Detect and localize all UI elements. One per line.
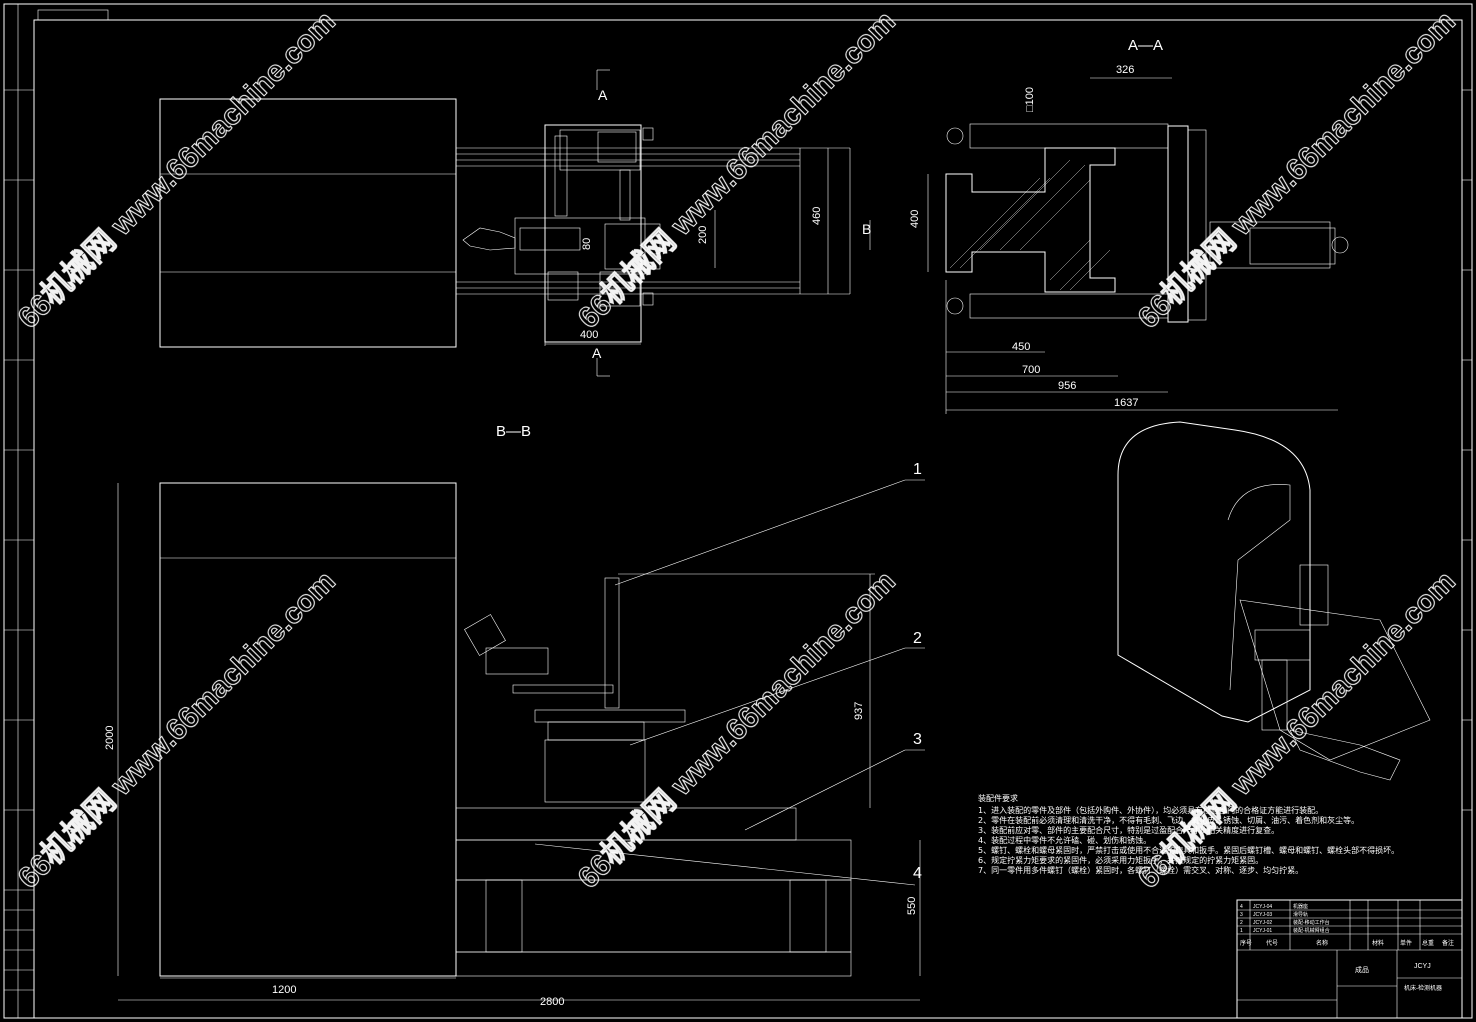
bom-row-1-code: JCYJ-01 xyxy=(1253,928,1272,934)
note-6: 6、规定拧紧力矩要求的紧固件，必须采用力矩扳手，并按规定的拧紧力矩紧固。 xyxy=(978,855,1263,865)
dim-aa-700: 700 xyxy=(1022,364,1040,376)
watermark-3: 66机械网 www.66machine.com xyxy=(1132,5,1462,335)
technical-notes: 装配件要求 1、进入装配的零件及部件（包括外购件、外协件），均必须具有检验部门的… xyxy=(978,793,1399,875)
dim-top-460: 460 xyxy=(811,207,823,225)
note-7: 7、同一零件用多件螺钉（螺栓）紧固时，各螺钉（螺栓）需交叉、对称、逐步、均匀拧紧… xyxy=(978,865,1303,875)
section-arrow-b: B xyxy=(862,221,871,237)
bom-header-code: 代号 xyxy=(1266,939,1278,947)
callout-3: 3 xyxy=(913,731,922,748)
bom-header-index: 序号 xyxy=(1240,939,1252,947)
dim-aa-326: 326 xyxy=(1116,64,1134,76)
bom-header-remark: 备注 xyxy=(1442,939,1454,947)
note-4: 4、装配过程中零件不允许磕、碰、划伤和锈蚀。 xyxy=(978,835,1151,845)
callout-4: 4 xyxy=(913,865,922,882)
section-aa-title: A—A xyxy=(1128,37,1163,54)
note-1: 1、进入装配的零件及部件（包括外购件、外协件），均必须具有检验部门的合格证方能进… xyxy=(978,805,1323,815)
note-5: 5、螺钉、螺栓和螺母紧固时，严禁打击或使用不合适的旋具和扳手。紧固后螺钉槽、螺母… xyxy=(978,845,1399,855)
bom-row-2-index: 2 xyxy=(1240,920,1243,926)
dim-aa-450: 450 xyxy=(1012,341,1030,353)
dim-aa-1637: 1637 xyxy=(1114,397,1138,409)
watermark-layer: 66机械网 www.66machine.com 66机械网 www.66mach… xyxy=(11,4,1462,895)
bom-row-2-code: JCYJ-02 xyxy=(1253,920,1272,926)
dim-aa-956: 956 xyxy=(1058,380,1076,392)
bom-row-2-name: 装配-移动工作台 xyxy=(1293,919,1330,926)
bom-row-1-index: 1 xyxy=(1240,928,1243,934)
watermark-4: 66机械网 www.66machine.com xyxy=(12,565,342,895)
dim-top-80: 80 xyxy=(581,238,593,250)
dim-top-400: 400 xyxy=(580,329,598,341)
section-bb-view: B—B 2000 1200 2800 937 550 1 xyxy=(104,423,925,1008)
section-arrow-a-bottom: A xyxy=(592,345,602,361)
dim-bb-550: 550 xyxy=(906,897,918,915)
dim-aa-100: □100 xyxy=(1024,87,1036,112)
title-code: JCYJ xyxy=(1414,963,1431,970)
dim-top-200: 200 xyxy=(697,226,709,244)
top-view: 400 A A B 460 200 80 xyxy=(159,69,871,377)
drawing-inner-frame xyxy=(33,19,1463,1019)
dim-bb-2000: 2000 xyxy=(104,726,116,750)
watermark-1: 66机械网 www.66machine.com xyxy=(12,5,342,335)
bom-row-1-name: 装配-机械臂组合 xyxy=(1293,927,1330,934)
bom-row-4-name: 机器座 xyxy=(1293,903,1308,910)
bom-header-unit: 单件 xyxy=(1400,939,1412,947)
bom-table: 4 JCYJ-04 机器座 3 JCYJ-03 滑导轨 2 JCYJ-02 装配… xyxy=(1236,899,1463,1019)
title-company: 成品 xyxy=(1355,965,1369,974)
bom-row-3-code: JCYJ-03 xyxy=(1253,912,1272,918)
bom-header-total: 总重 xyxy=(1422,939,1434,947)
bom-header-material: 材料 xyxy=(1372,939,1384,947)
bom-header-name: 名称 xyxy=(1316,939,1328,947)
dim-bb-1200: 1200 xyxy=(272,984,296,996)
dim-aa-400: 400 xyxy=(909,210,921,228)
right-zone-ruler xyxy=(1462,89,1472,811)
note-3: 3、装配前应对零、部件的主要配合尺寸，特别是过盈配合尺寸及相关精度进行复查。 xyxy=(978,825,1279,835)
left-zone-ruler xyxy=(4,4,34,1018)
dim-bb-937: 937 xyxy=(853,702,865,720)
title-name: 机床-检测机器 xyxy=(1404,984,1442,992)
watermark-5: 66机械网 www.66machine.com xyxy=(572,565,902,895)
section-bb-title: B—B xyxy=(496,423,531,440)
isometric-view xyxy=(1117,421,1431,781)
notes-title: 装配件要求 xyxy=(978,793,1018,803)
bom-row-3-index: 3 xyxy=(1240,912,1243,918)
bom-row-3-name: 滑导轨 xyxy=(1293,911,1308,918)
callout-1: 1 xyxy=(913,461,922,478)
section-arrow-a-top: A xyxy=(598,87,608,103)
bom-row-4-code: JCYJ-04 xyxy=(1253,904,1272,910)
section-aa-view: A—A 326 □100 400 450 700 956 1637 xyxy=(909,37,1349,414)
dim-bb-2800: 2800 xyxy=(540,996,564,1008)
note-2: 2、零件在装配前必须清理和清洗干净，不得有毛刺、飞边、氧化皮、锈蚀、切屑、油污、… xyxy=(978,815,1359,825)
callout-2: 2 xyxy=(913,630,922,647)
bom-row-4-index: 4 xyxy=(1240,904,1243,910)
